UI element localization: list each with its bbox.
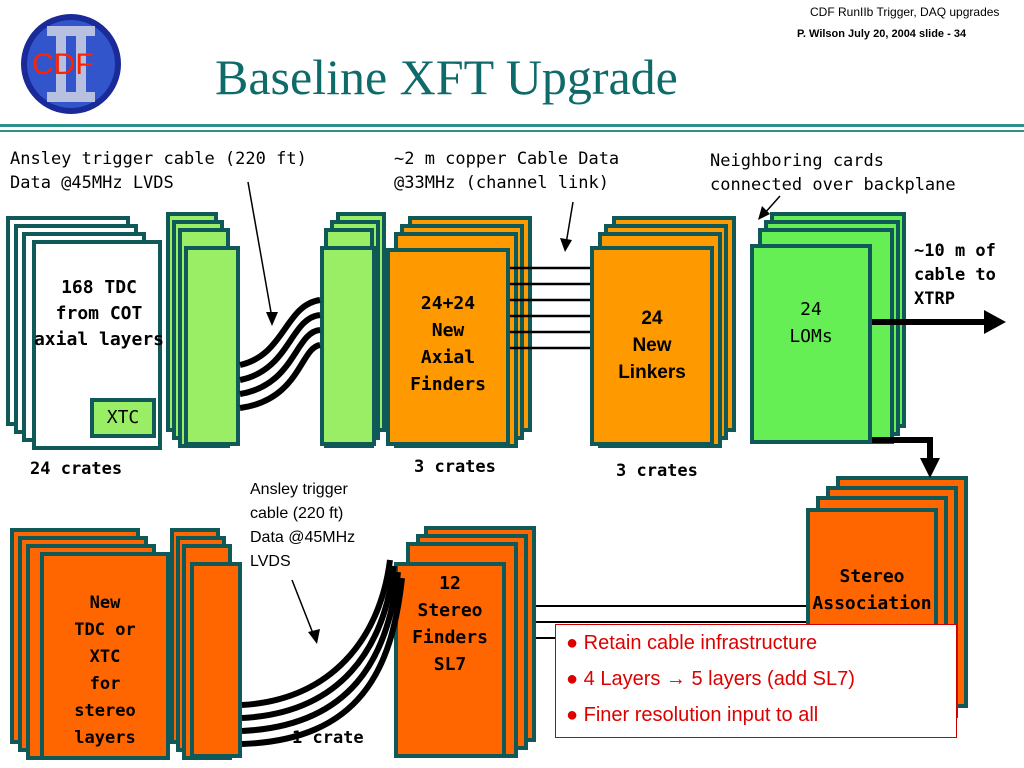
neighbor-line-1: Neighboring cards	[710, 151, 884, 171]
neighbor-line-2: connected over backplane	[710, 175, 956, 195]
crates-3-axial-label: 3 crates	[414, 457, 496, 477]
finder-to-assoc-lines	[536, 605, 806, 639]
bullet-item-3: ● Finer resolution input to all	[566, 704, 819, 726]
header-line-2: P. Wilson July 20, 2004 slide - 34	[797, 28, 967, 40]
xtrp-line-2: cable to	[914, 265, 996, 285]
copper-line-2: @33MHz (channel link)	[394, 173, 609, 193]
loms-card	[750, 244, 872, 444]
xtc-box	[90, 398, 156, 438]
crates-3-linkers-label: 3 crates	[616, 461, 698, 481]
title-rule	[0, 124, 1024, 127]
ansley-top-line-1: Ansley trigger cable (220 ft)	[10, 149, 307, 169]
header-line-1: CDF RunIIb Trigger, DAQ upgrades	[810, 5, 1000, 19]
title-rule-2	[0, 130, 1024, 132]
linkers-card	[590, 246, 714, 446]
cdf-logo: CDF	[12, 8, 130, 120]
copper-line-1: ~2 m copper Cable Data	[394, 149, 620, 169]
bottom-cable-bundle	[241, 559, 405, 747]
green-card-front	[184, 246, 240, 446]
crates-1-label: 1 crate	[292, 728, 364, 748]
bullet-item-2: ● 4 Layers → 5 layers (add SL7)	[566, 668, 855, 690]
logo-text: CDF	[32, 48, 94, 81]
crates-24-label: 24 crates	[30, 459, 123, 479]
xtrp-line-3: XTRP	[914, 289, 955, 309]
stereo-tdc-card	[40, 552, 170, 760]
bullet-box: ● Retain cable infrastructure ● 4 Layers…	[555, 624, 957, 738]
slide-title: Baseline XFT Upgrade	[215, 49, 678, 105]
axial-finders-card	[386, 248, 510, 446]
green2-card-front	[320, 246, 376, 446]
bullet-item-1: ● Retain cable infrastructure	[566, 632, 818, 654]
top-cable-bundle	[239, 297, 321, 411]
ansley-bottom-note: Ansley trigger cable (220 ft) Data @45MH…	[250, 481, 356, 570]
xtrp-line-1: ~10 m of	[914, 241, 996, 261]
red-card-front	[190, 562, 242, 758]
ansley-top-line-2: Data @45MHz LVDS	[10, 173, 174, 193]
xtc-label: XTC	[106, 407, 140, 428]
stereo-finders-card	[394, 562, 506, 758]
channel-link-lines	[510, 266, 590, 350]
